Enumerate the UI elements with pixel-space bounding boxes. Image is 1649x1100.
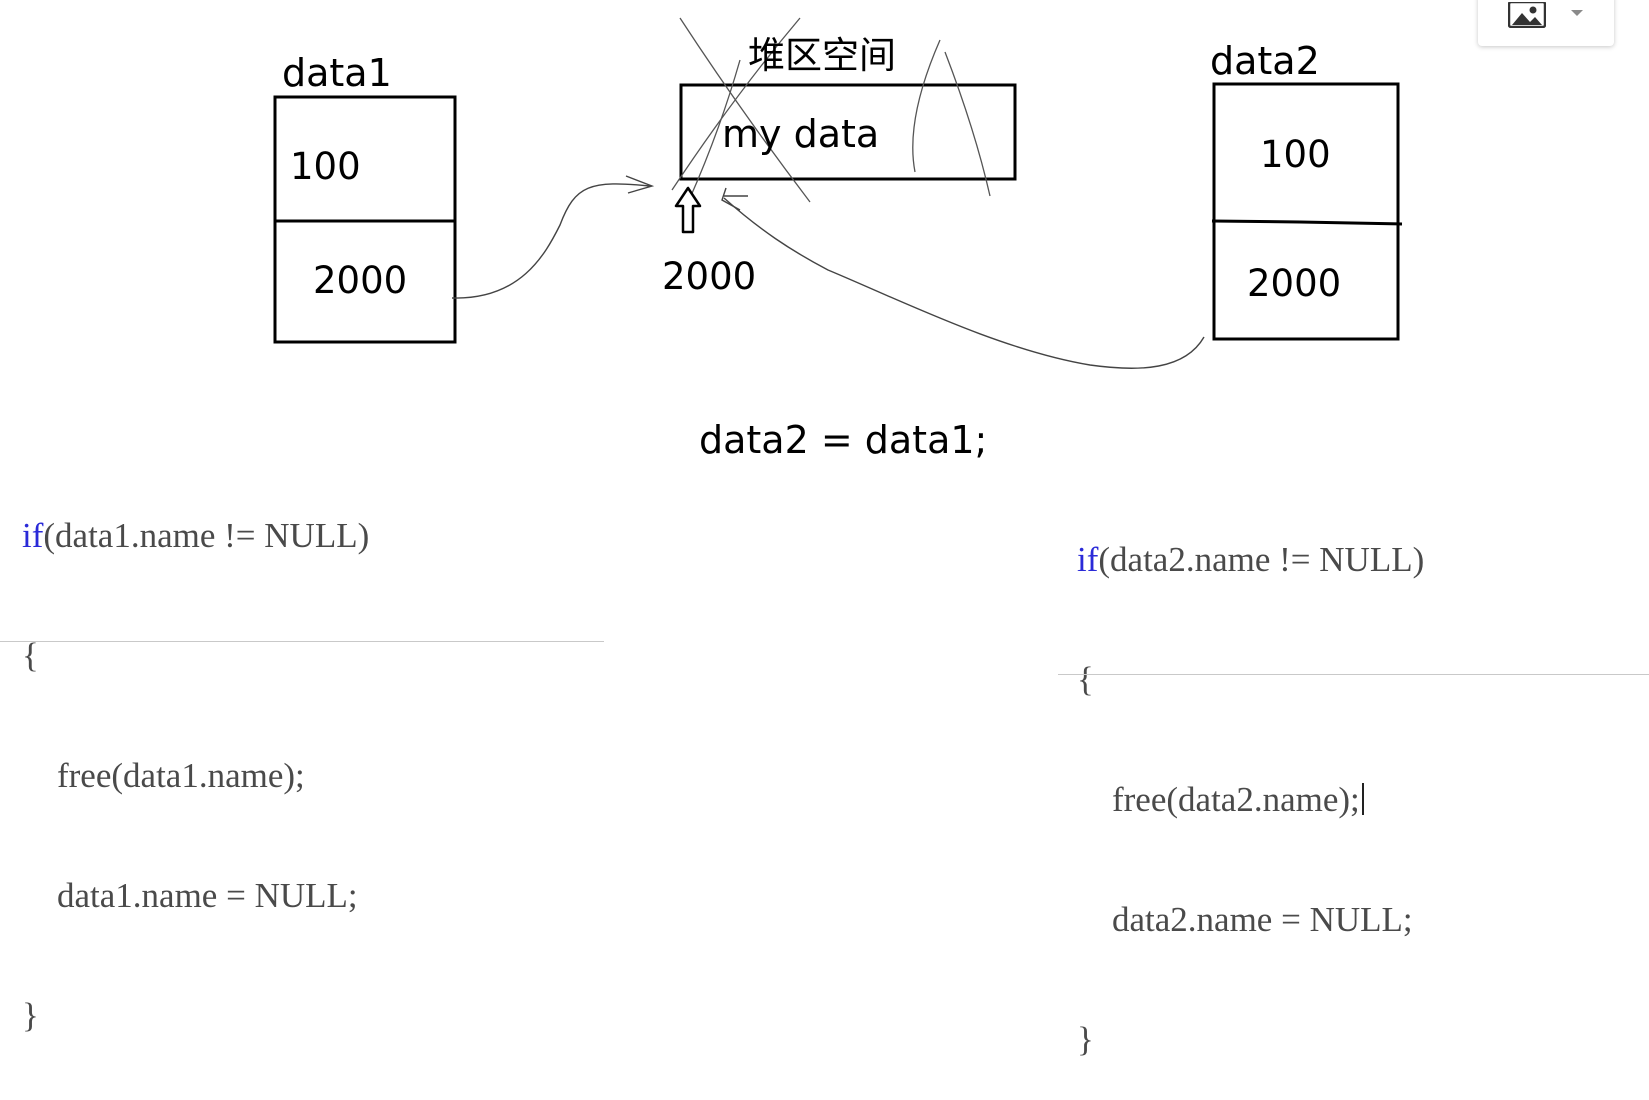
code-left-line-1: if(data1.name != NULL): [22, 516, 369, 556]
code-block-right: if(data2.name != NULL) { free(data2.name…: [1077, 460, 1424, 1100]
data2-pointer-arrowhead: [721, 187, 741, 211]
heap-content-label: my data: [722, 112, 880, 156]
code-left-line-5: }: [22, 996, 39, 1035]
data1-pointer-arrow: [451, 183, 651, 299]
data1-pointer-arrowhead: [625, 175, 655, 194]
code-left-line-2: {: [22, 636, 39, 675]
code-right-line-3: free(data2.name);: [1077, 780, 1424, 820]
data2-value-bottom: 2000: [1247, 262, 1342, 305]
heap-cross-out: [671, 17, 991, 203]
data1-value-bottom: 2000: [313, 259, 408, 302]
data2-divider: [1211, 219, 1403, 226]
assignment-statement: data2 = data1;: [699, 418, 988, 462]
code-left-underline: [0, 641, 604, 642]
code-right-keyword: if: [1077, 540, 1099, 579]
code-right-free-call: free(data2.name);: [1077, 780, 1360, 819]
address-label: 2000: [662, 255, 757, 298]
code-left-line-3: free(data1.name);: [22, 756, 305, 795]
code-right-line-4: data2.name = NULL;: [1077, 900, 1413, 939]
text-cursor: [1361, 783, 1364, 815]
code-right-line-2: {: [1077, 660, 1094, 699]
code-right-line-1: if(data2.name != NULL): [1077, 540, 1424, 580]
code-right-underline: [1058, 674, 1649, 675]
data1-value-top: 100: [290, 145, 361, 188]
code-right-line-5: }: [1077, 1020, 1094, 1059]
image-icon: [1507, 0, 1547, 33]
data1-label: data1: [282, 51, 392, 95]
address-up-arrow: [674, 186, 702, 234]
code-left-line-4: data1.name = NULL;: [22, 876, 358, 915]
chevron-down-icon[interactable]: [1570, 4, 1584, 22]
code-left-keyword: if: [22, 516, 44, 555]
image-toolbar-button[interactable]: [1478, 0, 1614, 46]
heap-label: 堆区空间: [748, 34, 896, 77]
data2-label: data2: [1210, 39, 1320, 83]
code-right-condition: (data2.name != NULL): [1098, 540, 1425, 579]
data2-box: [1212, 82, 1400, 341]
data2-value-top: 100: [1260, 133, 1331, 176]
data2-pointer-arrow: [723, 197, 1205, 369]
diagram-canvas: [273, 17, 1403, 369]
code-block-left: if(data1.name != NULL) { free(data1.name…: [22, 436, 369, 1076]
heap-box: [679, 83, 1017, 181]
code-left-condition: (data1.name != NULL): [43, 516, 370, 555]
